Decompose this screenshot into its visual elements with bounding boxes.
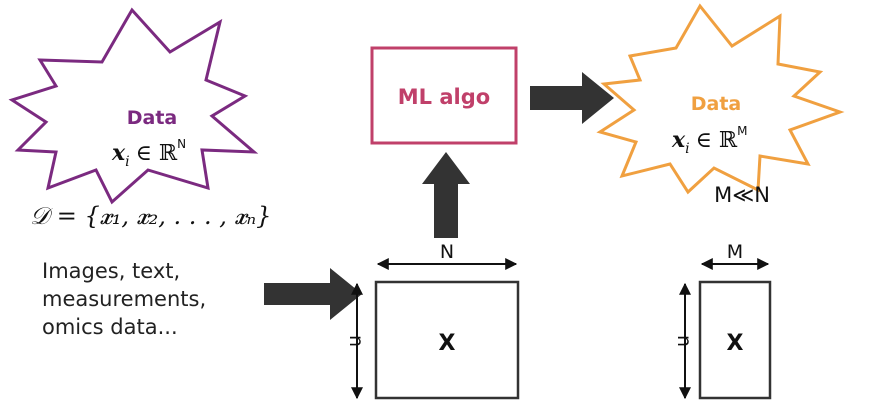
output-burst-subscript: i	[685, 141, 689, 157]
examples-line-3: omics data...	[42, 315, 178, 339]
input-burst-subscript: i	[125, 154, 129, 170]
input-matrix-label: X	[439, 331, 456, 356]
output-burst-title: Data	[691, 93, 742, 115]
output-matrix-label: X	[727, 331, 744, 356]
input-burst-title: Data	[127, 107, 178, 129]
output-width-label: M	[727, 241, 743, 263]
svg-text:𝒙i∈ ℝN: 𝒙i ∈ ℝN	[111, 137, 186, 170]
arrow-matrix-to-algo	[422, 152, 470, 238]
examples-line-1: Images, text,	[42, 259, 180, 283]
examples-text: Images, text, measurements, omics data..…	[42, 259, 206, 339]
output-data-burst: Data 𝒙i ∈ ℝM	[596, 3, 845, 195]
output-height-label: n	[673, 335, 695, 347]
input-burst-symbol: 𝒙	[111, 140, 126, 166]
output-matrix: X M n	[673, 241, 772, 400]
output-burst-superscript: M	[737, 124, 747, 138]
input-matrix: X N n	[345, 241, 520, 400]
input-width-label: N	[440, 241, 454, 263]
arrow-algo-to-output	[530, 72, 614, 124]
output-burst-relation: ∈ ℝ	[696, 128, 738, 153]
examples-line-2: measurements,	[42, 287, 206, 311]
dimension-condition: M≪N	[714, 183, 770, 207]
svg-text:𝒙i∈ ℝM: 𝒙i ∈ ℝM	[671, 124, 748, 157]
output-burst-symbol: 𝒙	[671, 127, 686, 153]
input-data-burst: Data 𝒙i ∈ ℝN	[8, 7, 259, 205]
input-burst-superscript: N	[177, 137, 186, 151]
ml-algo-label: ML algo	[398, 85, 490, 109]
dataset-formula: 𝒟 = {𝒙₁, 𝒙₂, . . . , 𝒙ₙ}	[30, 202, 271, 230]
arrow-to-matrix	[264, 268, 362, 320]
input-burst-relation: ∈ ℝ	[136, 141, 178, 166]
ml-algo-box: ML algo	[370, 46, 518, 145]
input-height-label: n	[345, 335, 367, 347]
